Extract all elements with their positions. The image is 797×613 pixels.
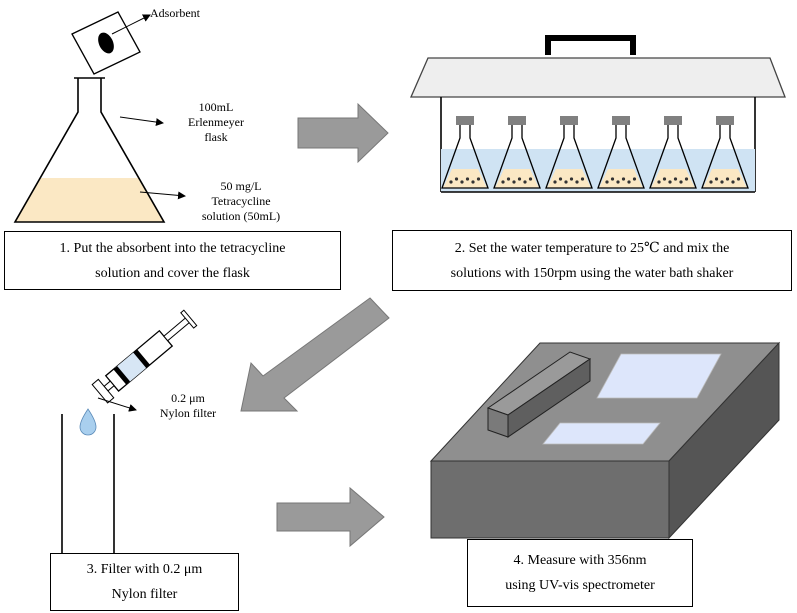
syringe-with-filter <box>91 309 198 412</box>
step-2-line-1: 2. Set the water temperature to 25℃ and … <box>454 240 730 256</box>
solution-name-text: Tetracycline <box>211 194 271 208</box>
bath-flask <box>545 116 593 189</box>
bath-flask <box>441 116 489 189</box>
flask-size-text: 100mL <box>198 100 234 114</box>
filter-type-text: Nylon filter <box>159 406 217 420</box>
step-1-line-1: 1. Put the absorbent into the tetracycli… <box>59 240 286 256</box>
step-4-line-2: using UV-vis spectrometer <box>505 578 655 593</box>
bath-flask <box>701 116 749 189</box>
filter-label: 0.2 μm Nylon filter <box>140 391 236 421</box>
adsorbent-label: Adsorbent <box>150 6 200 20</box>
filter-size-text: 0.2 μm <box>171 391 205 405</box>
water-bath-shaker <box>410 35 786 193</box>
uv-vis-spectrometer <box>429 341 781 540</box>
step-3-line-2: Nylon filter <box>111 587 178 602</box>
bath-flask <box>649 116 697 189</box>
flask-label: 100mL Erlenmeyer flask <box>170 100 262 145</box>
bath-flask <box>493 116 541 189</box>
bath-flask <box>597 116 645 189</box>
step-3-line-1: 3. Filter with 0.2 μm <box>86 562 203 577</box>
erlenmeyer-flask <box>13 77 186 223</box>
arrow-step2-to-step3 <box>240 297 390 412</box>
arrow-step1-to-step2 <box>297 102 389 164</box>
solution-volume-text: solution (50mL) <box>201 209 281 223</box>
arrow-step3-to-step4 <box>276 486 385 548</box>
concentration-text: 50 mg/L <box>220 179 262 193</box>
flask-name-text-1: Erlenmeyer <box>188 115 244 129</box>
flask-name-text-2: flask <box>204 130 228 144</box>
adsorbent-packet <box>71 11 151 75</box>
step-3-box: 3. Filter with 0.2 μm Nylon filter <box>50 553 239 611</box>
step-2-box: 2. Set the water temperature to 25℃ and … <box>392 230 792 291</box>
step-1-line-2: solution and cover the flask <box>95 265 250 281</box>
step-4-box: 4. Measure with 356nm using UV-vis spect… <box>467 539 693 607</box>
step-1-box: 1. Put the absorbent into the tetracycli… <box>4 231 341 290</box>
step-2-line-2: solutions with 150rpm using the water ba… <box>450 265 734 281</box>
step-4-line-1: 4. Measure with 356nm <box>513 553 647 568</box>
solution-label: 50 mg/L Tetracycline solution (50mL) <box>182 179 300 224</box>
